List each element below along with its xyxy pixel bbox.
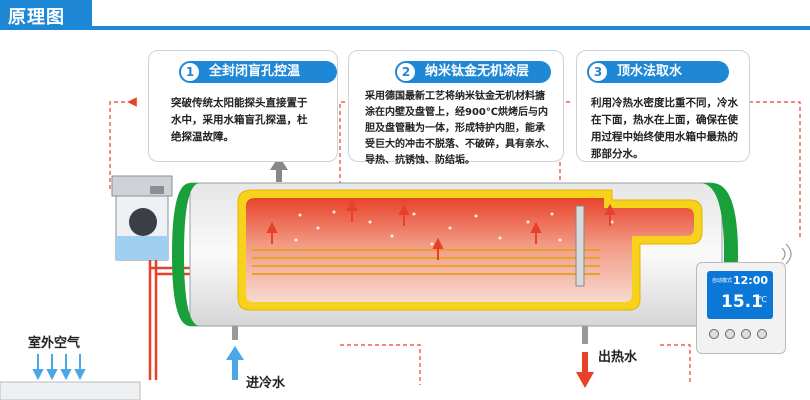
callout-top-water-draw: 3 顶水法取水 利用冷热水密度比重不同，冷水 在下面，热水在上面，确保在使 用过…: [576, 50, 750, 162]
header-rule: [92, 26, 810, 30]
wireless-signal-icon: [781, 243, 792, 265]
thermostat-controller: 自动模式 12:00 15.1 ℃: [696, 262, 786, 354]
callout-title-text: 纳米钛金无机涂层: [425, 64, 530, 79]
page-title: 原理图: [8, 7, 65, 28]
cold-inlet-pipe: [232, 326, 238, 340]
callout-title: 1 全封闭盲孔控温: [179, 61, 337, 83]
callout-title: 3 顶水法取水: [587, 61, 729, 83]
callout-number-badge: 1: [181, 63, 199, 81]
hot-water-out-label: 出热水: [598, 350, 638, 365]
callout-title: 2 纳米钛金无机涂层: [395, 61, 551, 83]
header-title-bar: 原理图: [0, 0, 92, 30]
callout-number-badge: 2: [397, 63, 415, 81]
thermostat-button[interactable]: [709, 329, 719, 339]
heating-coils: [252, 249, 600, 275]
outdoor-unit-top: [0, 381, 141, 400]
thermostat-unit: ℃: [758, 295, 767, 304]
heat-pump-unit: [111, 175, 173, 261]
hot-out-arrow-icon: [576, 352, 594, 388]
cold-water-in-label: 进冷水: [246, 376, 286, 391]
heat-rise-arrows: [266, 199, 616, 260]
thermostat-screen: 自动模式 12:00 15.1 ℃: [707, 271, 773, 319]
callout-body: 采用德国最新工艺将纳米钛金无机材料搪 涂在内壁及盘管上，经900℃烘烤后与内 胆…: [365, 91, 555, 166]
thermostat-button[interactable]: [741, 329, 751, 339]
cold-in-arrow-icon: [226, 346, 244, 380]
callout-title-text: 全封闭盲孔控温: [209, 64, 301, 79]
callout-body: 利用冷热水密度比重不同，冷水 在下面，热水在上面，确保在使 用过程中始终使用水箱…: [591, 97, 738, 160]
vent-arrow-icon: [270, 156, 288, 182]
water-bubbles: [294, 210, 614, 246]
callout-blind-hole-temp-control: 1 全封闭盲孔控温 突破传统太阳能探头直接置于 水中，采用水箱盲孔探温，杜 绝探…: [148, 50, 338, 162]
thermostat-button[interactable]: [725, 329, 735, 339]
outdoor-air-arrows: [32, 354, 86, 381]
callout-title-text: 顶水法取水: [617, 64, 683, 79]
hot-outlet-pipe: [582, 326, 588, 344]
thermostat-time: 12:00: [732, 274, 768, 287]
callout-number-badge: 3: [589, 63, 607, 81]
callout-body: 突破传统太阳能探头直接置于 水中，采用水箱盲孔探温，杜 绝探温故障。: [171, 97, 308, 143]
outdoor-air-label: 室外空气: [28, 336, 81, 351]
callout-nano-titanium-coating: 2 纳米钛金无机涂层 采用德国最新工艺将纳米钛金无机材料搪 涂在内壁及盘管上，经…: [348, 50, 564, 166]
thermostat-mode: 自动模式: [712, 278, 733, 284]
section-header: 原理图: [0, 0, 810, 30]
temperature-probe: [575, 205, 585, 287]
thermostat-button[interactable]: [757, 329, 767, 339]
tank: [172, 182, 738, 388]
thermostat-temp: 15.1: [721, 292, 763, 312]
